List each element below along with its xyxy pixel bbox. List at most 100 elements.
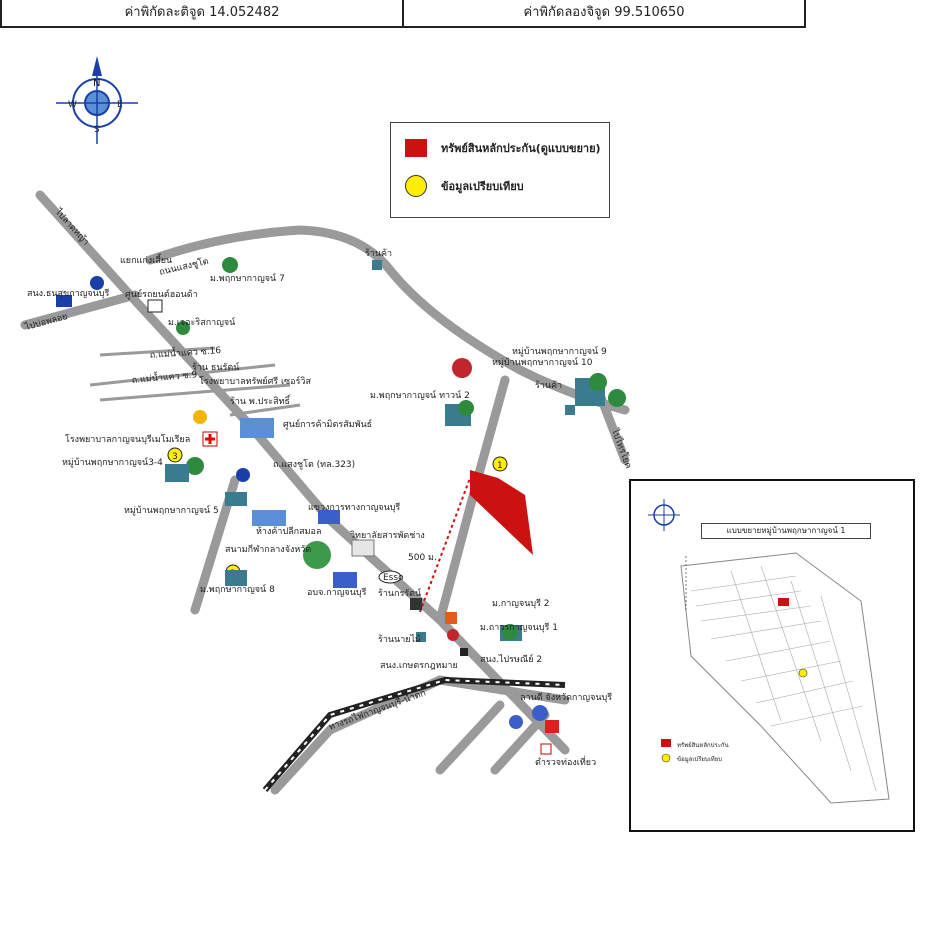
landmark-icons — [56, 257, 626, 755]
svg-text:แขวงการทางกาญจนบุรี: แขวงการทางกาญจนบุรี — [308, 502, 400, 513]
shop-icon — [372, 260, 382, 270]
map-legend: ทรัพย์สินหลักประกัน(ดูแบบขยาย) ข้อมูลเปร… — [390, 122, 610, 218]
building-icon — [56, 295, 72, 307]
svg-text:ไปไทรโยค: ไปไทรโยค — [609, 426, 634, 470]
shop-icon — [565, 405, 575, 415]
svg-text:สนง.ธนสุขกาญจนบุรี: สนง.ธนสุขกาญจนบุรี — [27, 288, 110, 299]
svg-text:ร้าน ธนรัตน์: ร้าน ธนรัตน์ — [192, 361, 239, 373]
svg-text:ม.กาญจนบุรี 2: ม.กาญจนบุรี 2 — [492, 598, 550, 609]
mall-icon — [252, 510, 286, 526]
tree-icon — [222, 257, 238, 273]
svg-text:ม.ถาวรกาญจนบุรี 1: ม.ถาวรกาญจนบุรี 1 — [480, 622, 558, 633]
mcdonalds-icon — [545, 720, 559, 733]
svg-text:ห้างค้าปลีกสมอล: ห้างค้าปลีกสมอล — [256, 526, 321, 537]
tree-icon — [502, 624, 518, 640]
compass-n: N — [93, 78, 100, 89]
svg-text:ถ.แม่น้ำแคว ซ.16: ถ.แม่น้ำแคว ซ.16 — [149, 343, 221, 361]
svg-text:สนามกีฬากลางจังหวัด: สนามกีฬากลางจังหวัด — [225, 544, 311, 555]
svg-text:แยกแก่งเสี้ยน: แยกแก่งเสี้ยน — [120, 253, 172, 266]
svg-text:หมู่บ้านพฤกษากาญจน์3-4: หมู่บ้านพฤกษากาญจน์3-4 — [62, 456, 163, 468]
coordinate-bar: ค่าพิกัดละติจูด 14.052482 ค่าพิกัดลองจิจ… — [0, 0, 806, 28]
svg-text:ร้านค้า: ร้านค้า — [365, 248, 392, 259]
shop-icon — [416, 632, 426, 642]
svg-text:ไปบ่อพลอย: ไปบ่อพลอย — [23, 311, 69, 333]
road-network — [20, 190, 630, 795]
inset-legend-property-label: ทรัพย์สินหลักประกัน — [677, 742, 729, 749]
svg-text:อบจ.กาญจนบุรี: อบจ.กาญจนบุรี — [307, 587, 367, 598]
svg-text:ม.พฤกษากาญจน์ ทาวน์ 2: ม.พฤกษากาญจน์ ทาวน์ 2 — [370, 389, 470, 401]
inset-property-parcel — [778, 598, 789, 606]
inset-map[interactable]: แบบขยายหมู่บ้านพฤกษากาญจน์ 1 ทรัพย์สินหล… — [629, 479, 915, 832]
shop-icon — [410, 598, 422, 610]
house-icon — [225, 570, 247, 586]
compass-s: S — [94, 125, 100, 135]
legend-comparable-label: ข้อมูลเปรียบเทียบ — [441, 180, 524, 193]
svg-text:Esso: Esso — [383, 573, 404, 583]
building-icon — [460, 648, 468, 656]
latitude-label: ค่าพิกัดละติจูด 14.052482 — [124, 5, 280, 20]
compass-w: W — [68, 100, 77, 110]
inset-map-canvas — [648, 499, 890, 804]
service-icon — [452, 358, 472, 378]
main-road — [35, 190, 570, 755]
tree-icon — [458, 400, 474, 416]
svg-text:หมู่บ้านพฤกษากาญจน์ 10: หมู่บ้านพฤกษากาญจน์ 10 — [492, 356, 593, 368]
tree-icon — [176, 321, 190, 335]
pin-icon — [447, 629, 459, 641]
svg-text:โรงพยาบาลทรัพย์ศรี เซอร์วิส: โรงพยาบาลทรัพย์ศรี เซอร์วิส — [199, 375, 311, 387]
tree-icon — [589, 373, 607, 391]
svg-text:ไปลาดหญ้า: ไปลาดหญ้า — [52, 206, 91, 248]
college-icon — [351, 539, 375, 557]
fuel-station-icon — [236, 468, 250, 482]
svg-text:ศูนย์การค้ามิตรสัมพันธ์: ศูนย์การค้ามิตรสัมพันธ์ — [283, 418, 372, 430]
legend-property: ทรัพย์สินหลักประกัน(ดูแบบขยาย) — [405, 139, 601, 157]
longitude-label: ค่าพิกัดลองจิจูด 99.510650 — [402, 0, 804, 26]
tree-icon — [186, 457, 204, 475]
comparable-marker-1[interactable]: 1 — [492, 456, 508, 472]
svg-text:ถ.แม่น้ำแคว ซ.9: ถ.แม่น้ำแคว ซ.9 — [131, 367, 198, 386]
svg-text:1: 1 — [497, 461, 503, 471]
police-icon — [532, 705, 548, 721]
office-icon — [333, 572, 357, 588]
svg-text:ถ.แสงชูโต (ทล.323): ถ.แสงชูโต (ทล.323) — [273, 459, 355, 470]
subdivision-outline — [680, 552, 890, 804]
esso-icon — [378, 570, 402, 584]
northern-loop-road — [145, 225, 630, 415]
svg-text:ลานดี จังหวัดกาญจนบุรี: ลานดี จังหวัดกาญจนบุรี — [520, 692, 612, 703]
svg-text:ร้าน พ.ประสิทธิ์: ร้าน พ.ประสิทธิ์ — [230, 394, 292, 407]
car-icon — [147, 299, 163, 313]
inset-title: แบบขยายหมู่บ้านพฤกษากาญจน์ 1 — [701, 523, 871, 539]
svg-text:หมู่บ้านพฤกษากาญจน์ 9: หมู่บ้านพฤกษากาญจน์ 9 — [512, 345, 607, 357]
property-parcel[interactable] — [470, 470, 533, 555]
svg-text:3: 3 — [172, 452, 178, 462]
stadium-icon — [301, 539, 333, 571]
inset-legend-comparable-swatch-icon — [661, 753, 671, 763]
railway — [262, 676, 566, 792]
house-icon — [165, 464, 189, 482]
inset-compass-icon — [648, 499, 680, 531]
comparable-marker-3[interactable]: 3 — [167, 447, 183, 463]
svg-text:500 ม.: 500 ม. — [408, 553, 437, 563]
svg-text:ร้านค้า: ร้านค้า — [535, 380, 562, 391]
inset-legend-property-swatch-icon — [661, 739, 671, 747]
shell-station-icon — [193, 410, 207, 424]
inset-comparable-marker — [798, 668, 808, 678]
office-icon — [318, 510, 340, 524]
svg-text:ร้านนายไม้: ร้านนายไม้ — [378, 634, 421, 645]
bank-icon — [509, 715, 523, 729]
market-icon — [240, 418, 274, 438]
subdivision-lots — [690, 565, 877, 792]
connector-road — [435, 375, 510, 625]
house-icon — [225, 492, 247, 506]
fuel-station-icon — [90, 276, 104, 290]
tourist-police-icon — [540, 743, 552, 755]
svg-text:ร้านกรรัตน์: ร้านกรรัตน์ — [378, 587, 421, 599]
svg-text:วิทยาลัยสารพัดช่าง: วิทยาลัยสารพัดช่าง — [350, 530, 425, 541]
svg-text:ศูนย์รถยนต์ฮอนด้า: ศูนย์รถยนต์ฮอนด้า — [125, 288, 198, 300]
svg-text:โรงพยาบาลกาญจนบุรีเมโมเรียล: โรงพยาบาลกาญจนบุรีเมโมเรียล — [65, 434, 190, 445]
compass-e: E — [117, 100, 123, 110]
restaurant-icon — [445, 612, 457, 624]
compass-icon: N E W S — [56, 56, 138, 144]
svg-text:ม.พฤกษากาญจน์ 8: ม.พฤกษากาญจน์ 8 — [200, 583, 275, 595]
